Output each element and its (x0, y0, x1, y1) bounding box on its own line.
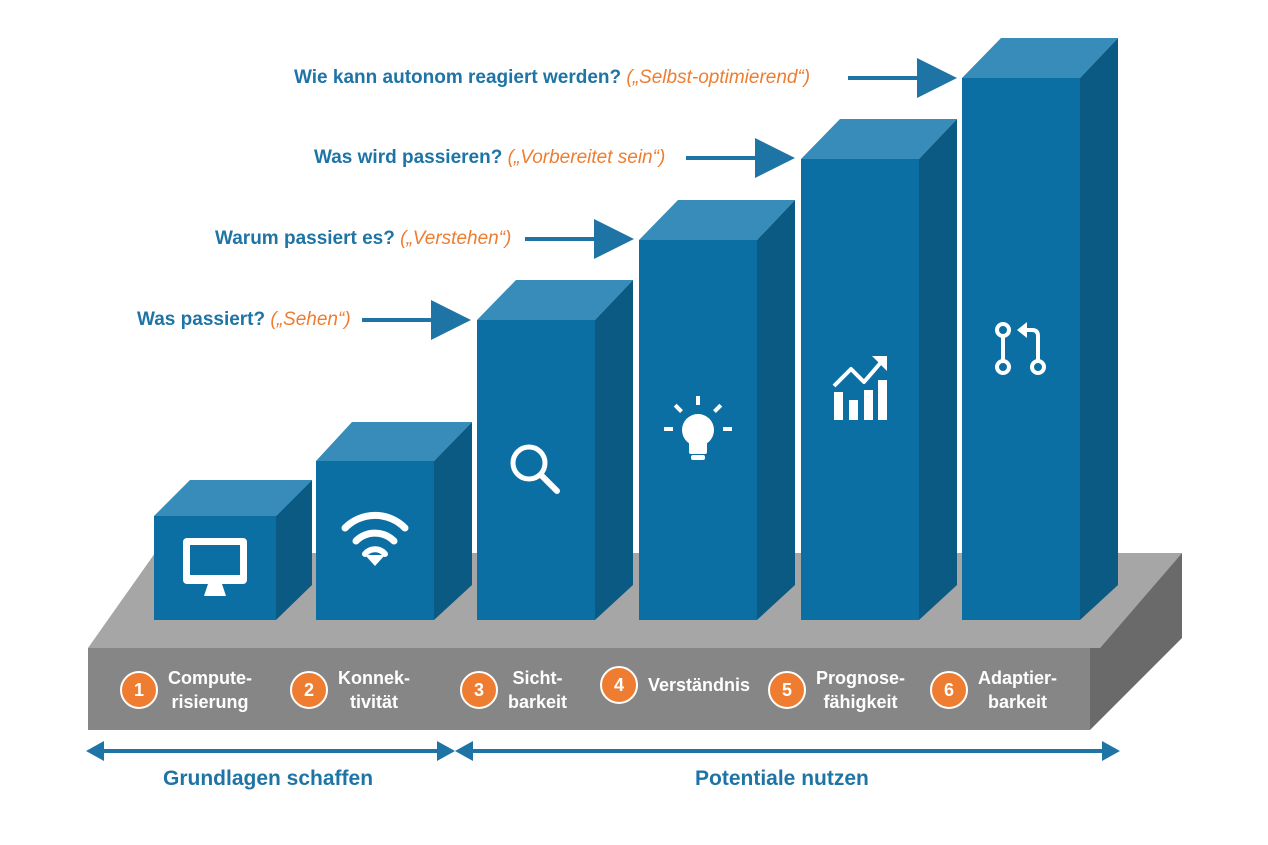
bar-3 (477, 280, 633, 620)
step-6-number: 6 (930, 671, 968, 709)
phase-arrow-left (86, 741, 455, 761)
step-6-label: Adaptier- barkeit (978, 668, 1058, 712)
magnifier-icon (510, 444, 560, 494)
lightbulb-icon (664, 396, 732, 460)
chart-icon (832, 356, 887, 420)
bar-5 (801, 119, 957, 620)
platform-side (1090, 553, 1182, 730)
bar-1 (154, 480, 312, 620)
monitor-icon (183, 538, 247, 596)
adapt-arrows-icon (995, 322, 1046, 375)
bar-6 (962, 38, 1118, 620)
step-1: 1 Compute- risierung (120, 666, 252, 714)
question-4-hint: („Selbst-optimierend“) (626, 67, 811, 88)
step-1-number: 1 (120, 671, 158, 709)
step-5-label: Prognose- fähigkeit (816, 668, 906, 712)
step-4-number: 4 (600, 666, 638, 704)
step-3-label: Sicht- barkeit (508, 668, 568, 712)
wifi-icon (341, 511, 409, 566)
question-3: Was wird passieren? („Vorbereitet sein“) (314, 147, 665, 169)
step-5-number: 5 (768, 671, 806, 709)
question-3-text: Was wird passieren? (314, 147, 503, 168)
question-4-text: Wie kann autonom reagiert werden? (294, 67, 622, 88)
question-4: Wie kann autonom reagiert werden? („Selb… (294, 67, 810, 89)
step-3-number: 3 (460, 671, 498, 709)
question-2-text: Warum passiert es? (215, 228, 395, 249)
phase-arrow-right (455, 741, 1120, 761)
step-1-label: Compute- risierung (168, 668, 252, 712)
step-2-number: 2 (290, 671, 328, 709)
bar-2 (316, 422, 472, 620)
question-1: Was passiert? („Sehen“) (137, 309, 351, 331)
step-3: 3 Sicht- barkeit (460, 666, 567, 714)
question-1-text: Was passiert? (137, 309, 266, 330)
question-2-hint: („Verstehen“) (400, 228, 512, 249)
question-2: Warum passiert es? („Verstehen“) (215, 228, 511, 250)
step-4: 4 Verständnis (600, 666, 750, 704)
step-4-label: Verständnis (648, 675, 751, 695)
step-6: 6 Adaptier- barkeit (930, 666, 1057, 714)
step-5: 5 Prognose- fähigkeit (768, 666, 905, 714)
step-2: 2 Konnek- tivität (290, 666, 410, 714)
step-2-label: Konnek- tivität (338, 668, 410, 712)
phase-label-left: Grundlagen schaffen (163, 767, 374, 790)
question-3-hint: („Vorbereitet sein“) (507, 147, 666, 168)
question-1-hint: („Sehen“) (270, 309, 351, 330)
platform-front (88, 648, 1090, 730)
phase-label-right: Potentiale nutzen (695, 767, 869, 790)
